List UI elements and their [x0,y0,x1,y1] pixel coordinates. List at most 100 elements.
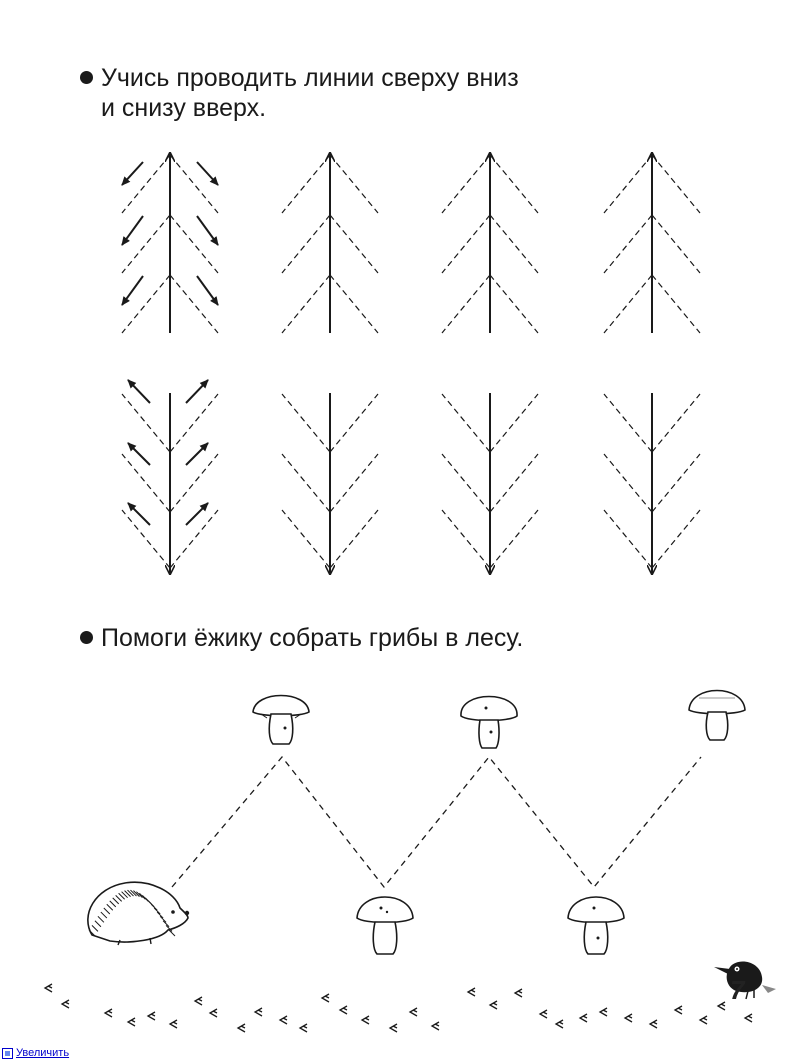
arrow-icon [121,161,144,186]
branch-left [441,274,491,334]
footprint [168,1019,178,1029]
branch-right [169,509,219,569]
direction-arrows [121,161,219,526]
footprint [43,983,53,993]
arrow-icon [185,502,209,526]
bullet-icon [80,71,93,84]
branch-left [441,214,491,274]
branch-left [281,154,331,214]
branch-right [651,453,701,513]
instruction-line-1: Помоги ёжику собрать грибы в лесу. [101,624,524,652]
branch-left [281,393,331,453]
arrow-icon [196,215,219,246]
footprint [298,1023,308,1033]
footprint [466,987,476,997]
footprint [538,1009,548,1019]
mushroom-icon [252,694,310,745]
branch-left [121,274,171,334]
branch-right [329,393,379,453]
tree-row-bottom [121,393,701,574]
bird-icon [714,961,776,1000]
instruction-hedgehog: Помоги ёжику собрать грибы в лесу. [80,623,523,653]
zoom-link-label: Увеличить [16,1047,70,1059]
footprint [338,1005,348,1015]
branch-right [329,214,379,274]
branch-right [329,274,379,334]
branch-right [489,274,539,334]
branch-right [329,453,379,513]
footprint [623,1013,633,1023]
arrow-icon [185,379,209,404]
tree-row-top [121,153,701,334]
branch-left [281,214,331,274]
branch-right [169,453,219,513]
footprint [698,1015,708,1025]
footprint [146,1011,156,1021]
branch-left [281,509,331,569]
tree-trunk-down [281,393,379,574]
branch-left [281,274,331,334]
tree-trunk-down [441,393,539,574]
footprint [743,1013,753,1023]
hedgehog-path [171,755,702,889]
branch-right [169,214,219,274]
arrow-icon [121,215,144,246]
branch-right [169,393,219,453]
branch-right [651,274,701,334]
tree-trunk-up [121,153,219,334]
tree-trunk-up [441,153,539,334]
footprint [716,1001,726,1011]
footprint [648,1019,658,1029]
branch-right [489,509,539,569]
mushroom-icon [567,896,625,955]
branch-left [281,453,331,513]
footprint [253,1007,263,1017]
footprint [673,1005,683,1015]
footprint [320,993,330,1003]
arrow-icon [185,442,209,466]
footprint [408,1007,418,1017]
footprint [193,996,203,1006]
footprint [388,1023,398,1033]
footprint [278,1015,288,1025]
branch-left [441,393,491,453]
page-number: 7 [730,975,745,1005]
tree-trunk-up [603,153,701,334]
branch-left [121,214,171,274]
footprint [554,1019,564,1029]
footprint [236,1023,246,1033]
zoom-link[interactable]: Увеличить [2,1047,69,1059]
mushroom-icon [688,689,746,741]
footprints [43,983,753,1033]
arrow-icon [127,442,151,466]
branch-left [603,214,653,274]
branch-right [169,154,219,214]
arrow-icon [196,275,219,306]
tree-trunk-down [603,393,701,574]
mushroom-icon [356,896,414,955]
branch-left [121,393,171,453]
branch-left [441,453,491,513]
footprint [578,1013,588,1023]
footprint [488,1000,498,1010]
footprint [598,1007,608,1017]
branch-left [121,154,171,214]
branch-right [651,214,701,274]
branch-left [603,453,653,513]
branch-left [603,154,653,214]
instruction-line-2: и снизу вверх. [101,94,267,122]
footprint [430,1021,440,1031]
arrow-icon [196,161,219,186]
instruction-line-1: Учись проводить линии сверху вниз [101,64,519,92]
tree-trunk-up [281,153,379,334]
bullet-icon [80,631,93,644]
arrow-icon [121,275,144,306]
tree-trunk-down [121,393,219,574]
footprint [103,1008,113,1018]
branch-right [489,154,539,214]
branch-right [329,509,379,569]
arrow-icon [127,502,151,526]
footprint [60,999,70,1009]
branch-right [651,509,701,569]
